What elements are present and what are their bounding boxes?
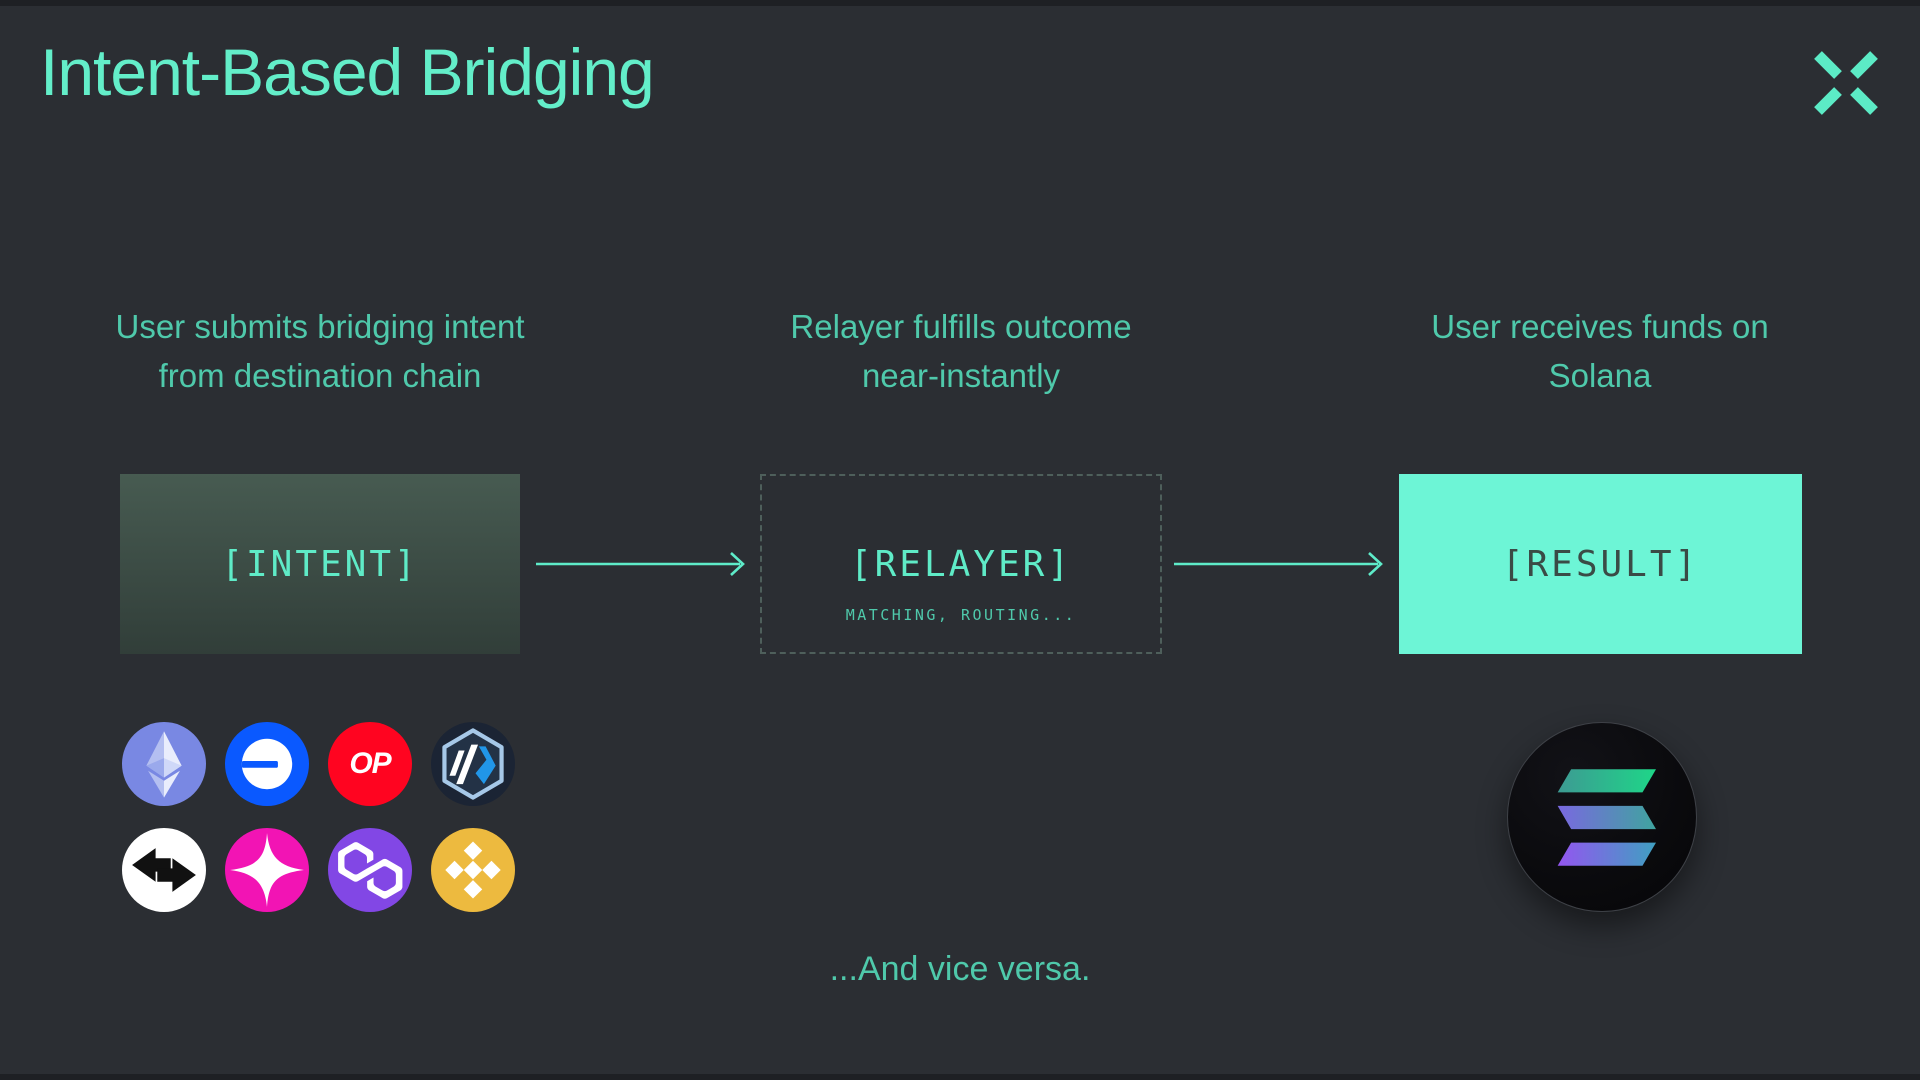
heading-line: User receives funds on — [1431, 308, 1769, 345]
x-mark-logo-icon — [1814, 51, 1878, 115]
relayer-box: [RELAYER] MATCHING, ROUTING... — [760, 474, 1162, 654]
page-title: Intent-Based Bridging — [40, 35, 655, 109]
footer-note: ...And vice versa. — [829, 950, 1091, 988]
bnb-icon — [431, 828, 515, 912]
heading-line: Relayer fulfills outcome — [790, 308, 1132, 345]
relayer-box-label: [RELAYER] — [849, 543, 1073, 585]
intent-box-label: [INTENT] — [221, 543, 419, 585]
unichain-icon — [225, 828, 309, 912]
solana-icon — [1507, 722, 1697, 912]
bottom-edge-strip — [0, 1074, 1920, 1080]
result-box-label: [RESULT] — [1501, 543, 1700, 585]
optimism-icon: OP — [328, 722, 412, 806]
intent-box: [INTENT] — [120, 474, 520, 654]
optimism-op-label: OP — [349, 747, 391, 780]
top-edge-strip — [0, 0, 1920, 6]
relayer-column-heading: Relayer fulfills outcome near-instantly — [701, 302, 1221, 400]
zksync-icon — [122, 828, 206, 912]
result-box: [RESULT] — [1399, 474, 1802, 654]
heading-line: User submits bridging intent — [115, 308, 525, 345]
base-icon — [225, 722, 309, 806]
arrow-intent-to-relayer-icon — [536, 552, 745, 576]
arbitrum-icon — [431, 722, 515, 806]
ethereum-icon — [122, 722, 206, 806]
result-column-heading: User receives funds on Solana — [1340, 302, 1860, 400]
polygon-icon — [328, 828, 412, 912]
heading-line: near-instantly — [861, 357, 1061, 394]
relayer-box-sublabel: MATCHING, ROUTING... — [845, 606, 1077, 624]
source-chain-icons: OP — [122, 722, 515, 912]
arrow-relayer-to-result-icon — [1174, 552, 1383, 576]
heading-line: Solana — [1548, 357, 1652, 394]
intent-column-heading: User submits bridging intent from destin… — [60, 302, 580, 400]
heading-line: from destination chain — [158, 357, 482, 394]
